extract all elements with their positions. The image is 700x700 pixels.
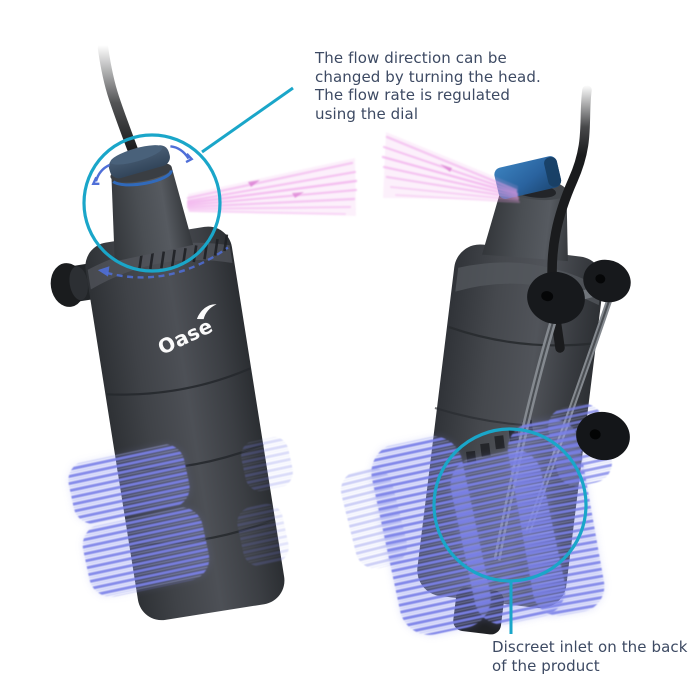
callout-annotations	[82, 86, 588, 634]
oase-logo-swoosh	[196, 304, 217, 320]
outflow-streaks-left	[186, 158, 358, 216]
rotating-head-back	[482, 182, 568, 262]
body-top-chamfer	[455, 262, 601, 306]
callout-leader-line-head	[201, 86, 294, 154]
flow-dial	[108, 145, 170, 179]
dial-ring	[112, 170, 173, 187]
inlet-flow-stripes-left	[68, 436, 293, 597]
body-seam	[448, 326, 597, 347]
callout-text-flow-direction: The flow direction can be changed by tur…	[315, 49, 541, 123]
rotating-head	[111, 167, 194, 262]
callout-text-discreet-inlet: Discreet inlet on the back of the produc…	[492, 638, 688, 675]
rotate-arrows	[91, 145, 194, 186]
inlet-flow-stripes-right	[340, 403, 612, 635]
outflow-streaks-right	[381, 132, 520, 203]
suction-cups	[527, 259, 631, 461]
flow-direction-arc	[97, 246, 229, 279]
callout-circle-head	[82, 133, 222, 273]
body-seam	[106, 367, 251, 396]
